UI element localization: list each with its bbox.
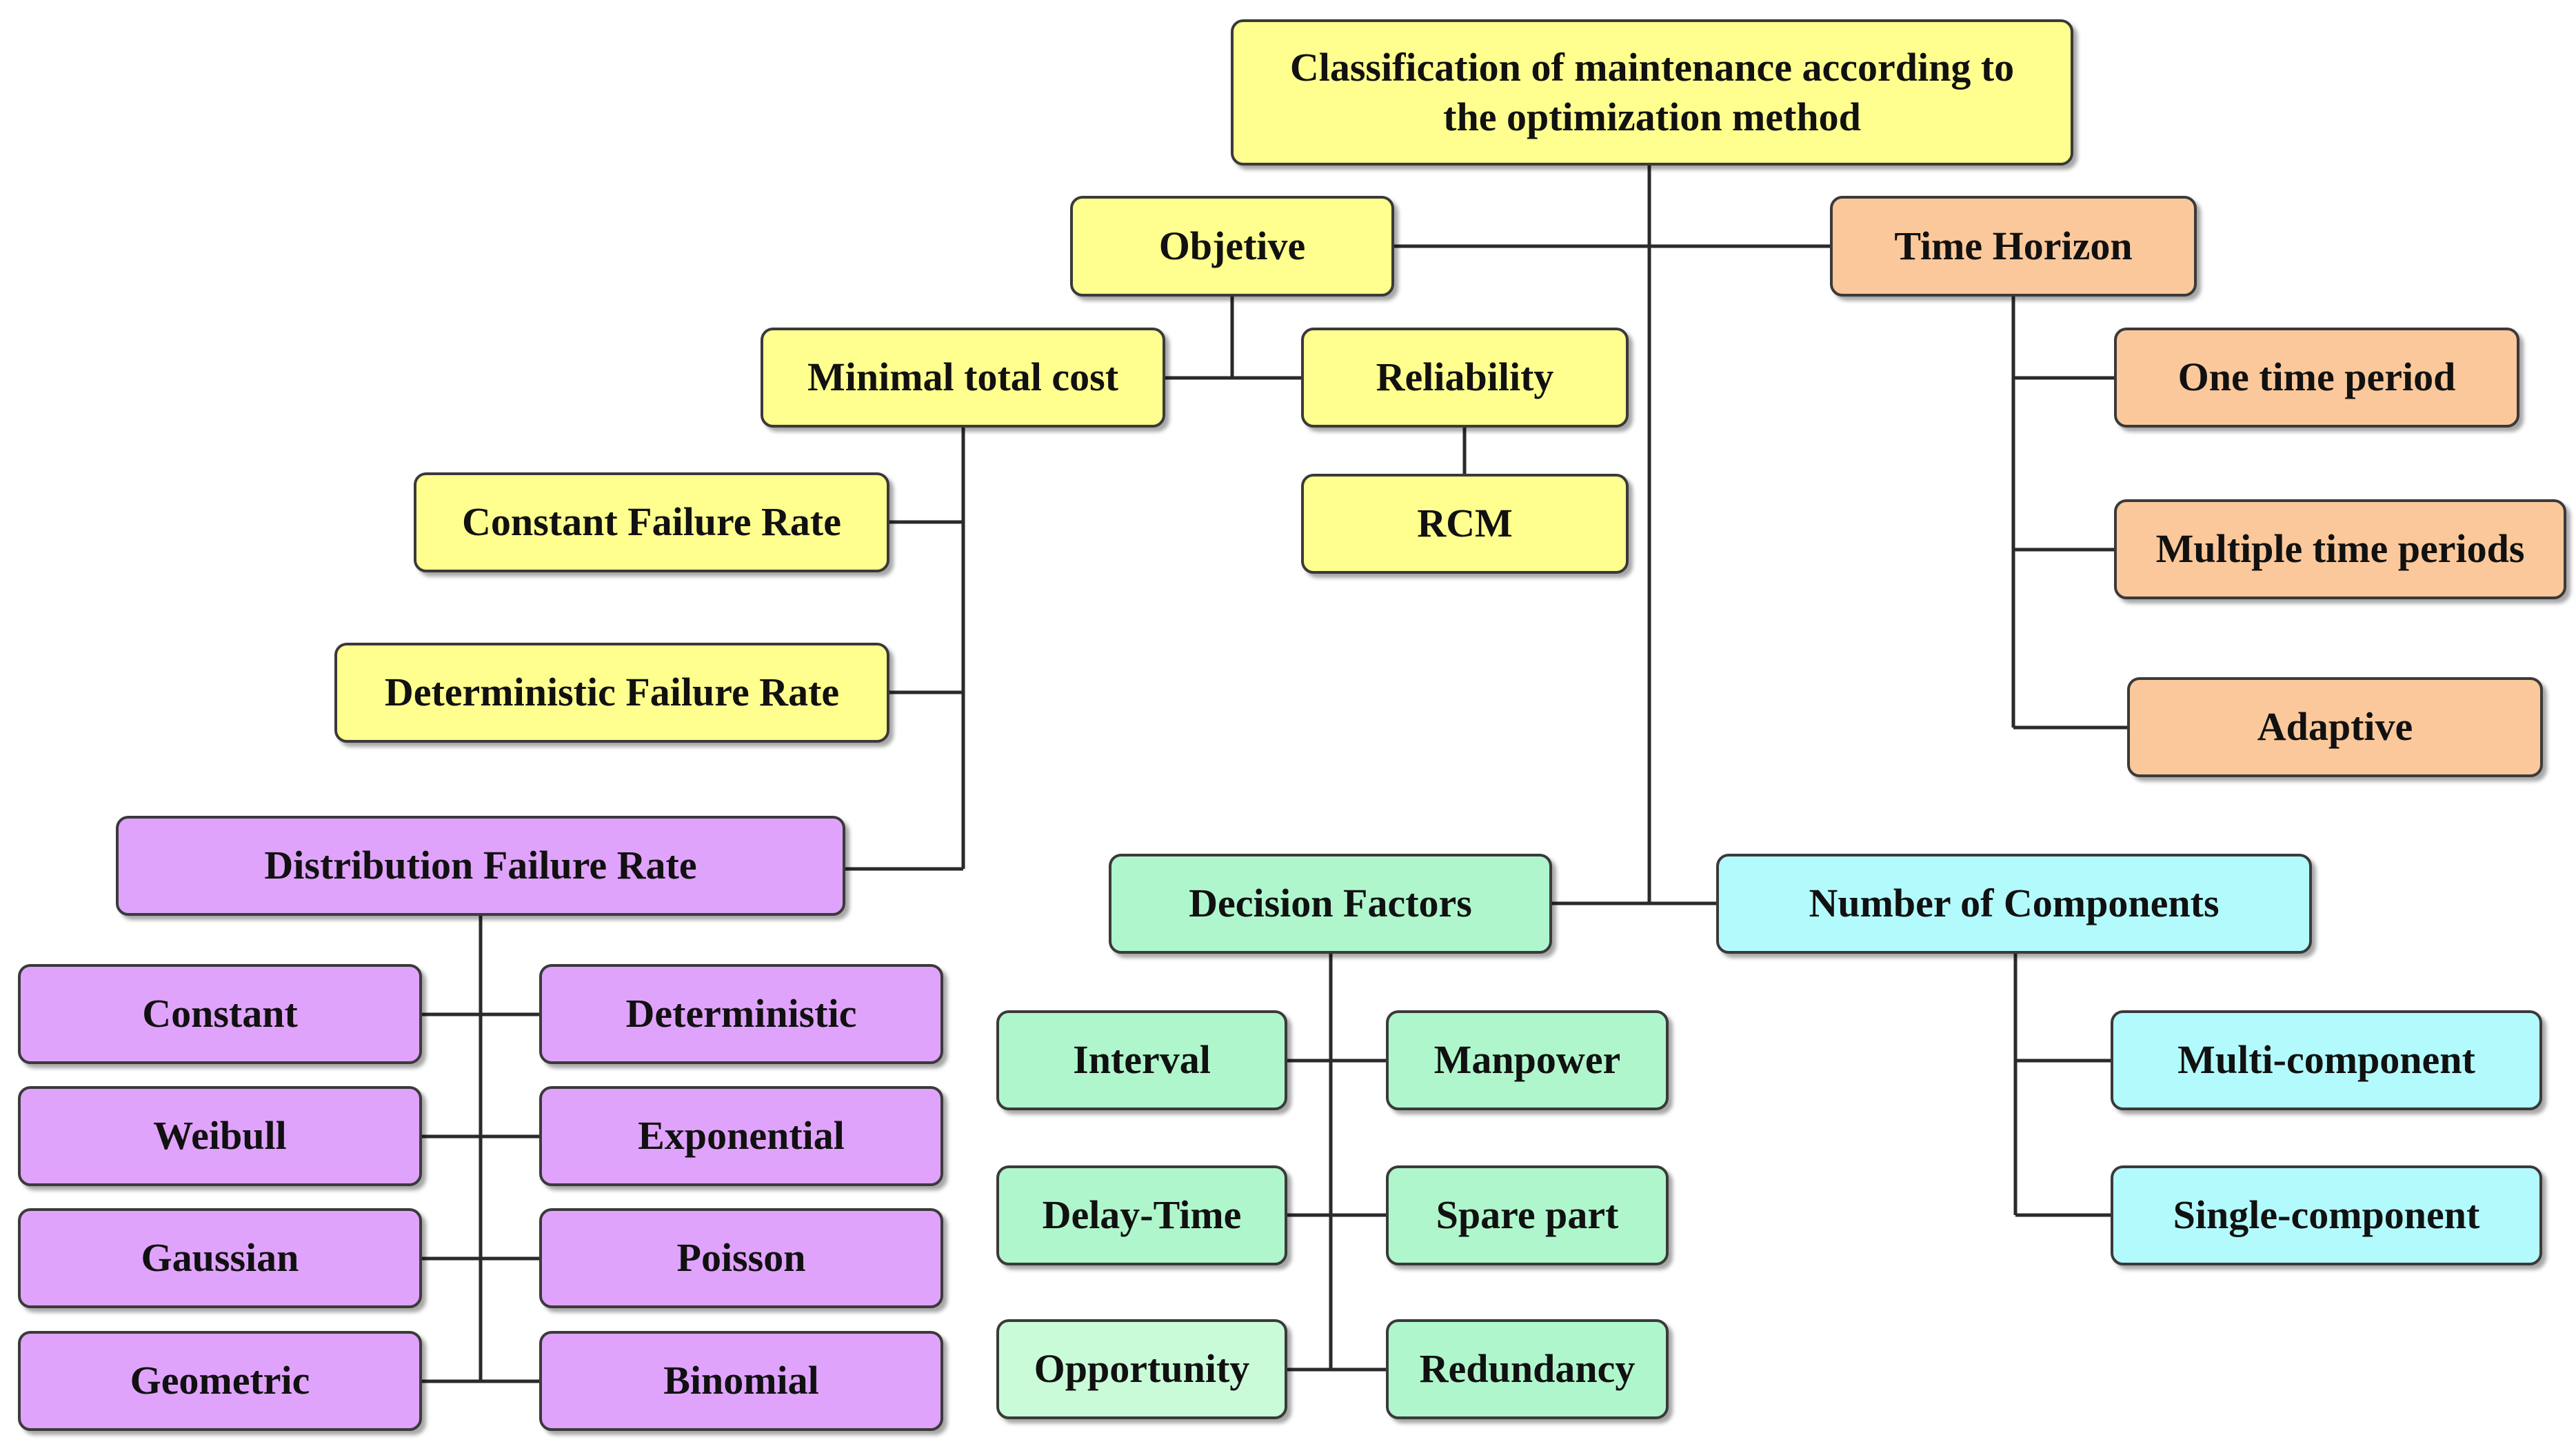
dist-binomial-node: Binomial [539, 1331, 943, 1431]
adaptive-node: Adaptive [2127, 677, 2543, 777]
dist-weibull-node: Weibull [18, 1086, 422, 1186]
dist-gaussian-node: Gaussian [18, 1208, 422, 1308]
number-of-components-node: Number of Components [1716, 854, 2312, 954]
dist-constant-node: Constant [18, 964, 422, 1064]
multiple-time-periods-node: Multiple time periods [2114, 499, 2566, 599]
single-component-node: Single-component [2111, 1165, 2542, 1265]
time-horizon-node: Time Horizon [1830, 196, 2197, 297]
manpower-node: Manpower [1386, 1010, 1669, 1110]
spare-part-node: Spare part [1386, 1165, 1669, 1265]
constant-failure-rate-node: Constant Failure Rate [414, 472, 889, 572]
multi-component-node: Multi-component [2111, 1010, 2542, 1110]
minimal-total-cost-node: Minimal total cost [761, 328, 1165, 428]
distribution-failure-rate-node: Distribution Failure Rate [116, 816, 845, 916]
objective-node: Objetive [1070, 196, 1394, 297]
dist-deterministic-node: Deterministic [539, 964, 943, 1064]
delay-time-node: Delay-Time [996, 1165, 1287, 1265]
one-time-period-node: One time period [2114, 328, 2519, 428]
decision-factors-node: Decision Factors [1109, 854, 1552, 954]
root-node: Classification of maintenance according … [1231, 19, 2073, 166]
deterministic-failure-rate-node: Deterministic Failure Rate [334, 643, 889, 743]
opportunity-node: Opportunity [996, 1319, 1287, 1419]
rcm-node: RCM [1301, 474, 1629, 574]
dist-geometric-node: Geometric [18, 1331, 422, 1431]
reliability-node: Reliability [1301, 328, 1629, 428]
redundancy-node: Redundancy [1386, 1319, 1669, 1419]
interval-node: Interval [996, 1010, 1287, 1110]
dist-exponential-node: Exponential [539, 1086, 943, 1186]
dist-poisson-node: Poisson [539, 1208, 943, 1308]
